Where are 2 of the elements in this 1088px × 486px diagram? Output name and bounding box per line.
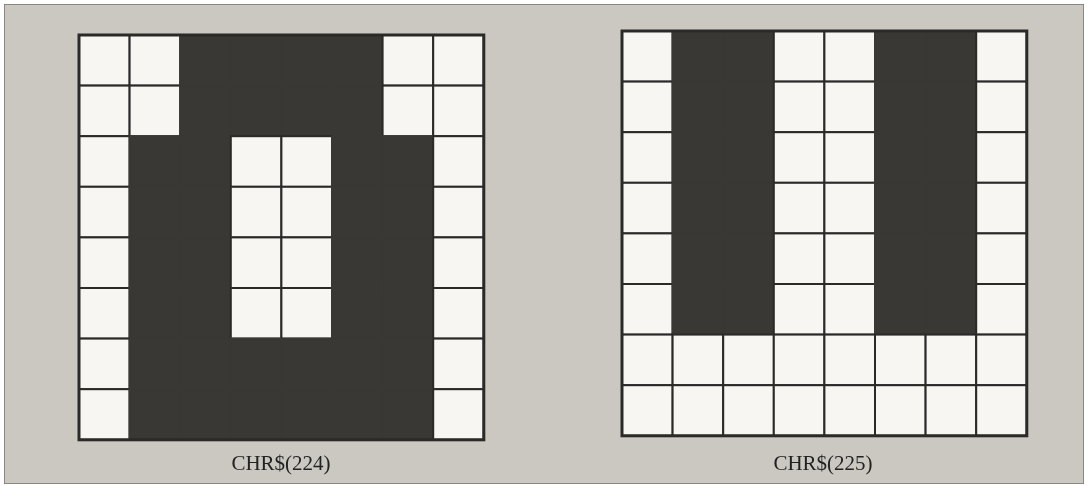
character-code-caption: CHR$(225) [773, 451, 873, 476]
character-code-caption: CHR$(224) [231, 451, 331, 476]
